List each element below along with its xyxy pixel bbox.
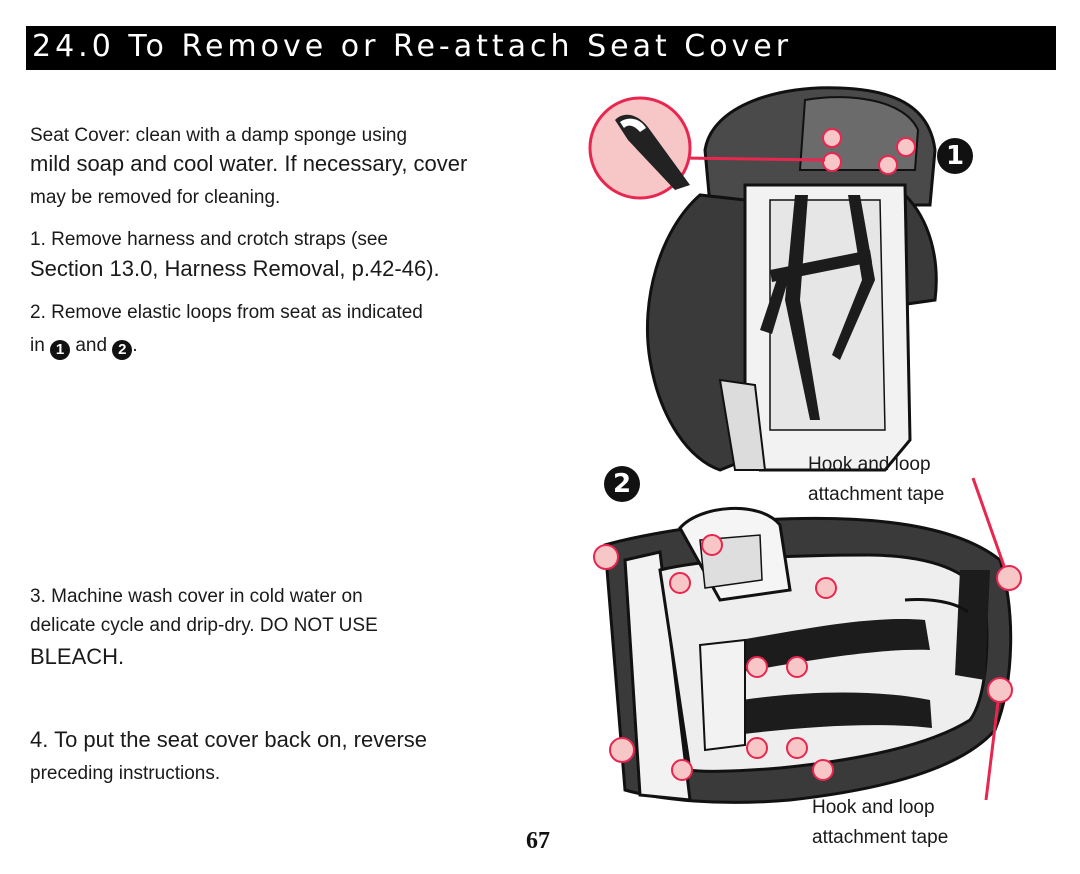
section-header: 24.0 To Remove or Re-attach Seat Cover bbox=[26, 26, 1056, 70]
marker-two-icon: 2 bbox=[604, 466, 640, 502]
step-4-line-2: preceding instructions. bbox=[30, 763, 221, 784]
callout-top-line-1: Hook and loop bbox=[808, 454, 931, 475]
step-2-in: in bbox=[30, 335, 45, 356]
step-4-line-1: 4. To put the seat cover back on, revers… bbox=[30, 727, 428, 752]
marker-two-inline: 2 bbox=[112, 340, 133, 360]
callout-bottom-line-1: Hook and loop bbox=[812, 797, 935, 818]
callout-top-line-2: attachment tape bbox=[808, 484, 945, 505]
step-2-period: . bbox=[132, 335, 138, 356]
step-2-line-2: in 1 and 2. bbox=[30, 334, 138, 360]
intro-line-1: Seat Cover: clean with a damp sponge usi… bbox=[30, 125, 408, 146]
step-2-line-1: 2. Remove elastic loops from seat as ind… bbox=[30, 302, 423, 323]
step-1-line-2: Section 13.0, Harness Removal, p.42-46). bbox=[30, 256, 440, 281]
seat-underside-illustration bbox=[593, 477, 1022, 804]
seat-back-illustration bbox=[588, 86, 938, 472]
intro-line-2: mild soap and cool water. If necessary, … bbox=[30, 151, 468, 176]
marker-one-icon: 1 bbox=[937, 138, 973, 174]
step-2-and: and bbox=[75, 335, 108, 356]
step-3-line-3: BLEACH. bbox=[30, 644, 125, 669]
section-title: 24.0 To Remove or Re-attach Seat Cover bbox=[32, 29, 793, 64]
step-3-line-2: delicate cycle and drip-dry. DO NOT USE bbox=[30, 615, 378, 636]
callout-bottom: Hook and loop attachment tape bbox=[812, 793, 948, 853]
page-number: 67 bbox=[526, 828, 550, 854]
step-1-line-1: 1. Remove harness and crotch straps (see bbox=[30, 229, 389, 250]
callout-bottom-line-2: attachment tape bbox=[812, 827, 949, 848]
callout-top: Hook and loop attachment tape bbox=[808, 450, 944, 510]
step-3-line-1: 3. Machine wash cover in cold water on bbox=[30, 586, 363, 607]
intro-line-3: may be removed for cleaning. bbox=[30, 187, 281, 208]
marker-one-inline: 1 bbox=[50, 340, 71, 360]
